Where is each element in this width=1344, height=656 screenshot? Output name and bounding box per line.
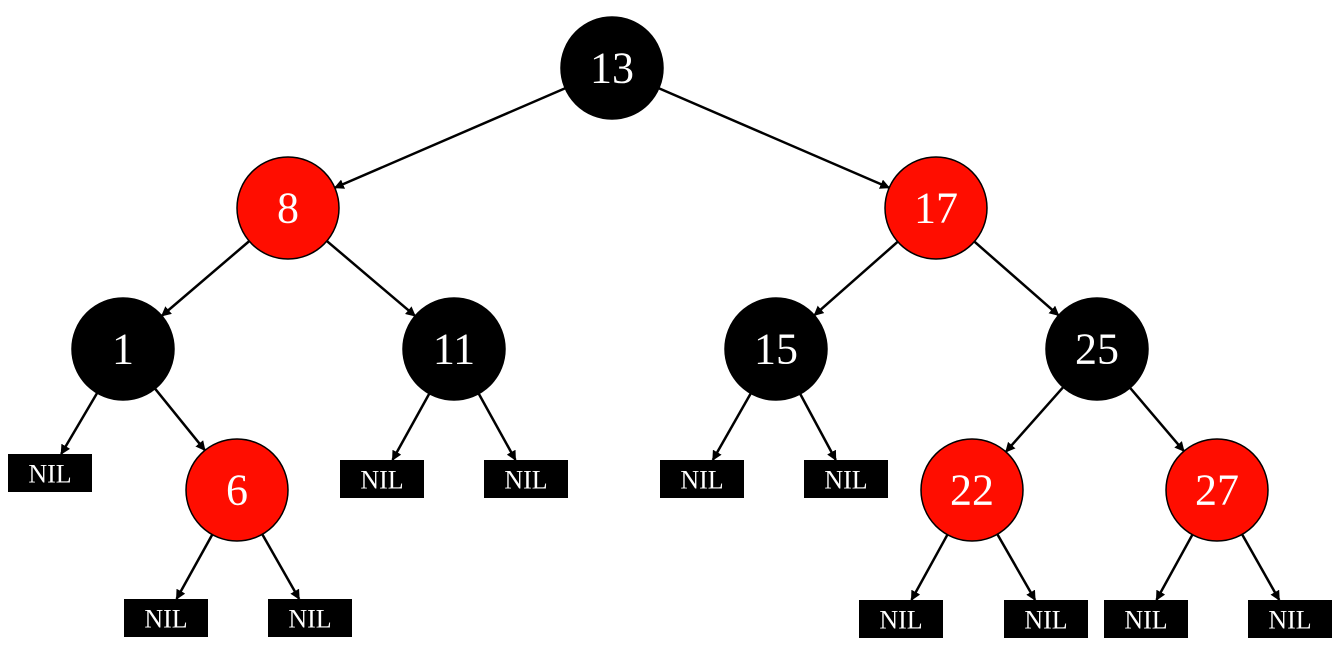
node-label: 22 xyxy=(950,466,994,515)
black-node-circle xyxy=(724,297,828,401)
nil-label: NIL xyxy=(504,466,547,495)
tree-node-15: 15 xyxy=(724,297,828,401)
tree-node-17: 17 xyxy=(884,156,988,260)
tree-node-6: 6 xyxy=(185,438,289,542)
nil-box xyxy=(268,599,352,637)
nil-leaf: NIL xyxy=(268,599,352,637)
nil-box xyxy=(1248,600,1332,638)
red-node-circle xyxy=(185,438,289,542)
nil-leaf: NIL xyxy=(804,460,888,498)
edge-n25-n22 xyxy=(1004,386,1065,453)
tree-node-22: 22 xyxy=(920,438,1024,542)
black-node-circle xyxy=(71,297,175,401)
edge-n15-nil7 xyxy=(799,393,837,461)
edge-n15-nil6 xyxy=(711,392,752,461)
nil-box xyxy=(804,460,888,498)
nil-leaf: NIL xyxy=(8,454,92,492)
red-node-circle xyxy=(1165,438,1269,542)
black-node-circle xyxy=(1045,297,1149,401)
node-label: 27 xyxy=(1195,466,1239,515)
black-node-circle xyxy=(560,16,664,120)
nil-label: NIL xyxy=(879,606,922,635)
nil-box xyxy=(484,460,568,498)
tree-node-8: 8 xyxy=(236,156,340,260)
nil-leaf: NIL xyxy=(660,460,744,498)
nil-label: NIL xyxy=(288,605,331,634)
nil-label: NIL xyxy=(1024,606,1067,635)
edge-n27-nil11 xyxy=(1241,533,1281,601)
nil-box xyxy=(1004,600,1088,638)
nil-label: NIL xyxy=(824,466,867,495)
edge-n1-n6 xyxy=(154,387,206,452)
edge-n1-nil1 xyxy=(60,392,99,455)
node-label: 17 xyxy=(914,184,958,233)
nil-leaf: NIL xyxy=(124,599,208,637)
edge-n6-nil3 xyxy=(261,533,301,600)
nil-box xyxy=(340,460,424,498)
nil-label: NIL xyxy=(1124,606,1167,635)
nil-leaf: NIL xyxy=(340,460,424,498)
node-label: 11 xyxy=(433,325,475,374)
nil-leaf: NIL xyxy=(1104,600,1188,638)
edge-n11-nil5 xyxy=(477,393,517,461)
red-node-circle xyxy=(920,438,1024,542)
nil-box xyxy=(124,599,208,637)
node-label: 13 xyxy=(590,44,634,93)
nil-label: NIL xyxy=(360,466,403,495)
black-node-circle xyxy=(402,297,506,401)
nil-label: NIL xyxy=(1268,606,1311,635)
nil-leaf: NIL xyxy=(484,460,568,498)
nil-label: NIL xyxy=(144,605,187,634)
edge-n8-n11 xyxy=(326,240,416,317)
tree-node-11: 11 xyxy=(402,297,506,401)
nil-box xyxy=(859,600,943,638)
red-node-circle xyxy=(236,156,340,260)
nil-label: NIL xyxy=(28,460,71,489)
tree-node-13: 13 xyxy=(560,16,664,120)
tree-node-1: 1 xyxy=(71,297,175,401)
nil-box xyxy=(660,460,744,498)
tree-node-27: 27 xyxy=(1165,438,1269,542)
nil-leaf: NIL xyxy=(859,600,943,638)
node-label: 1 xyxy=(112,325,134,374)
edges-layer xyxy=(60,87,1281,601)
edge-n27-nil10 xyxy=(1155,534,1194,601)
edge-n11-nil4 xyxy=(391,393,431,461)
nil-box xyxy=(8,454,92,492)
edge-n22-nil8 xyxy=(910,534,949,601)
red-node-circle xyxy=(884,156,988,260)
edge-n8-n1 xyxy=(160,240,251,317)
node-label: 8 xyxy=(277,184,299,233)
nil-leaf: NIL xyxy=(1004,600,1088,638)
edge-n13-n8 xyxy=(333,87,566,189)
node-label: 15 xyxy=(754,325,798,374)
edge-n17-n15 xyxy=(813,240,899,317)
node-label: 25 xyxy=(1075,325,1119,374)
nil-box xyxy=(1104,600,1188,638)
nil-leaf: NIL xyxy=(1248,600,1332,638)
edge-n22-nil9 xyxy=(996,533,1037,601)
edge-n6-nil2 xyxy=(175,533,214,600)
tree-node-25: 25 xyxy=(1045,297,1149,401)
node-label: 6 xyxy=(226,466,248,515)
edge-n25-n27 xyxy=(1129,387,1185,452)
edge-n17-n25 xyxy=(973,240,1060,317)
nil-label: NIL xyxy=(680,466,723,495)
edge-n13-n17 xyxy=(658,87,891,189)
